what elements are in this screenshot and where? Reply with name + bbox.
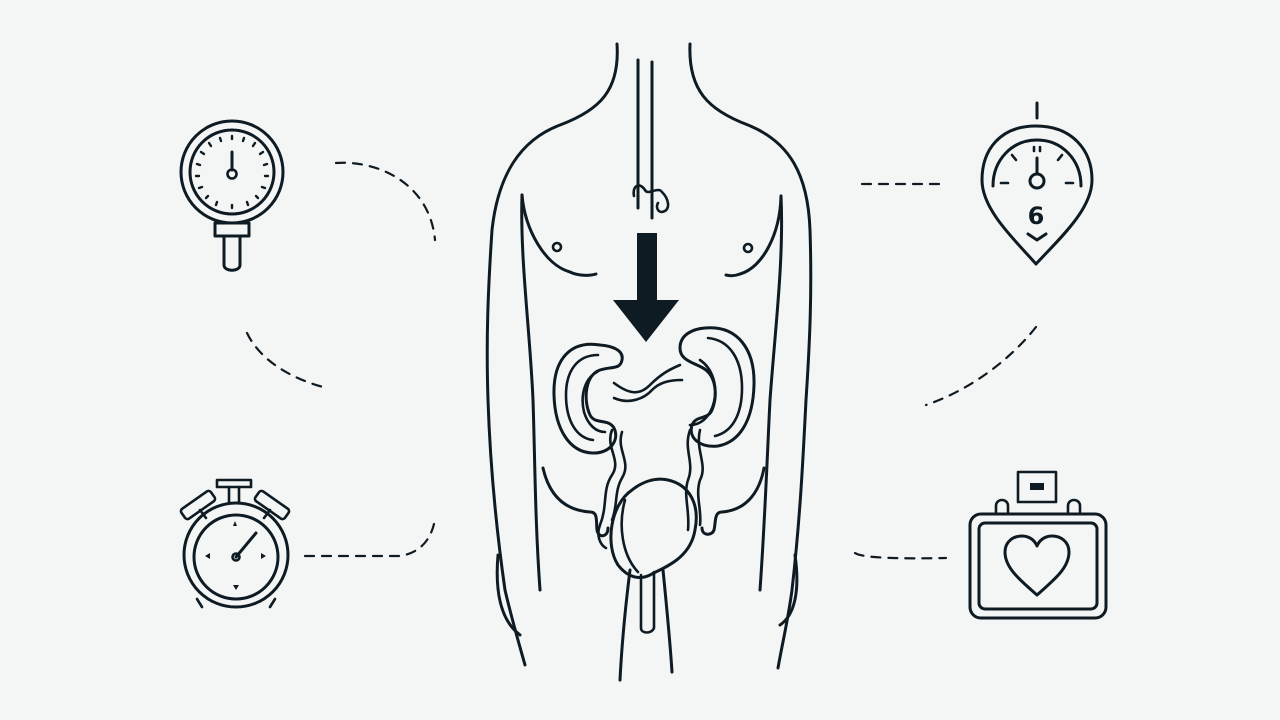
- medical-bag-heart-icon: [968, 470, 1108, 620]
- dashed-connector-top-left-lower: [245, 331, 325, 389]
- pelvis: [541, 466, 766, 538]
- dashed-connector-top-left: [334, 161, 437, 242]
- dashed-connector-bottom-right: [853, 551, 948, 560]
- down-arrow: [613, 233, 679, 342]
- esophagus-lines: [632, 58, 670, 220]
- dashed-connector-bottom-left: [303, 522, 436, 558]
- alarm-timer-icon: [179, 478, 291, 609]
- left-kidney: [552, 342, 684, 455]
- gauge-pin-number: 6: [1027, 202, 1045, 230]
- ureters: [597, 428, 704, 550]
- bladder: [609, 477, 698, 634]
- torso-outline: [485, 42, 813, 682]
- dashed-connector-top-right-lower: [924, 325, 1038, 407]
- pressure-gauge-icon: [179, 119, 285, 272]
- right-kidney: [678, 326, 756, 448]
- gauge-pin-icon: [980, 101, 1094, 266]
